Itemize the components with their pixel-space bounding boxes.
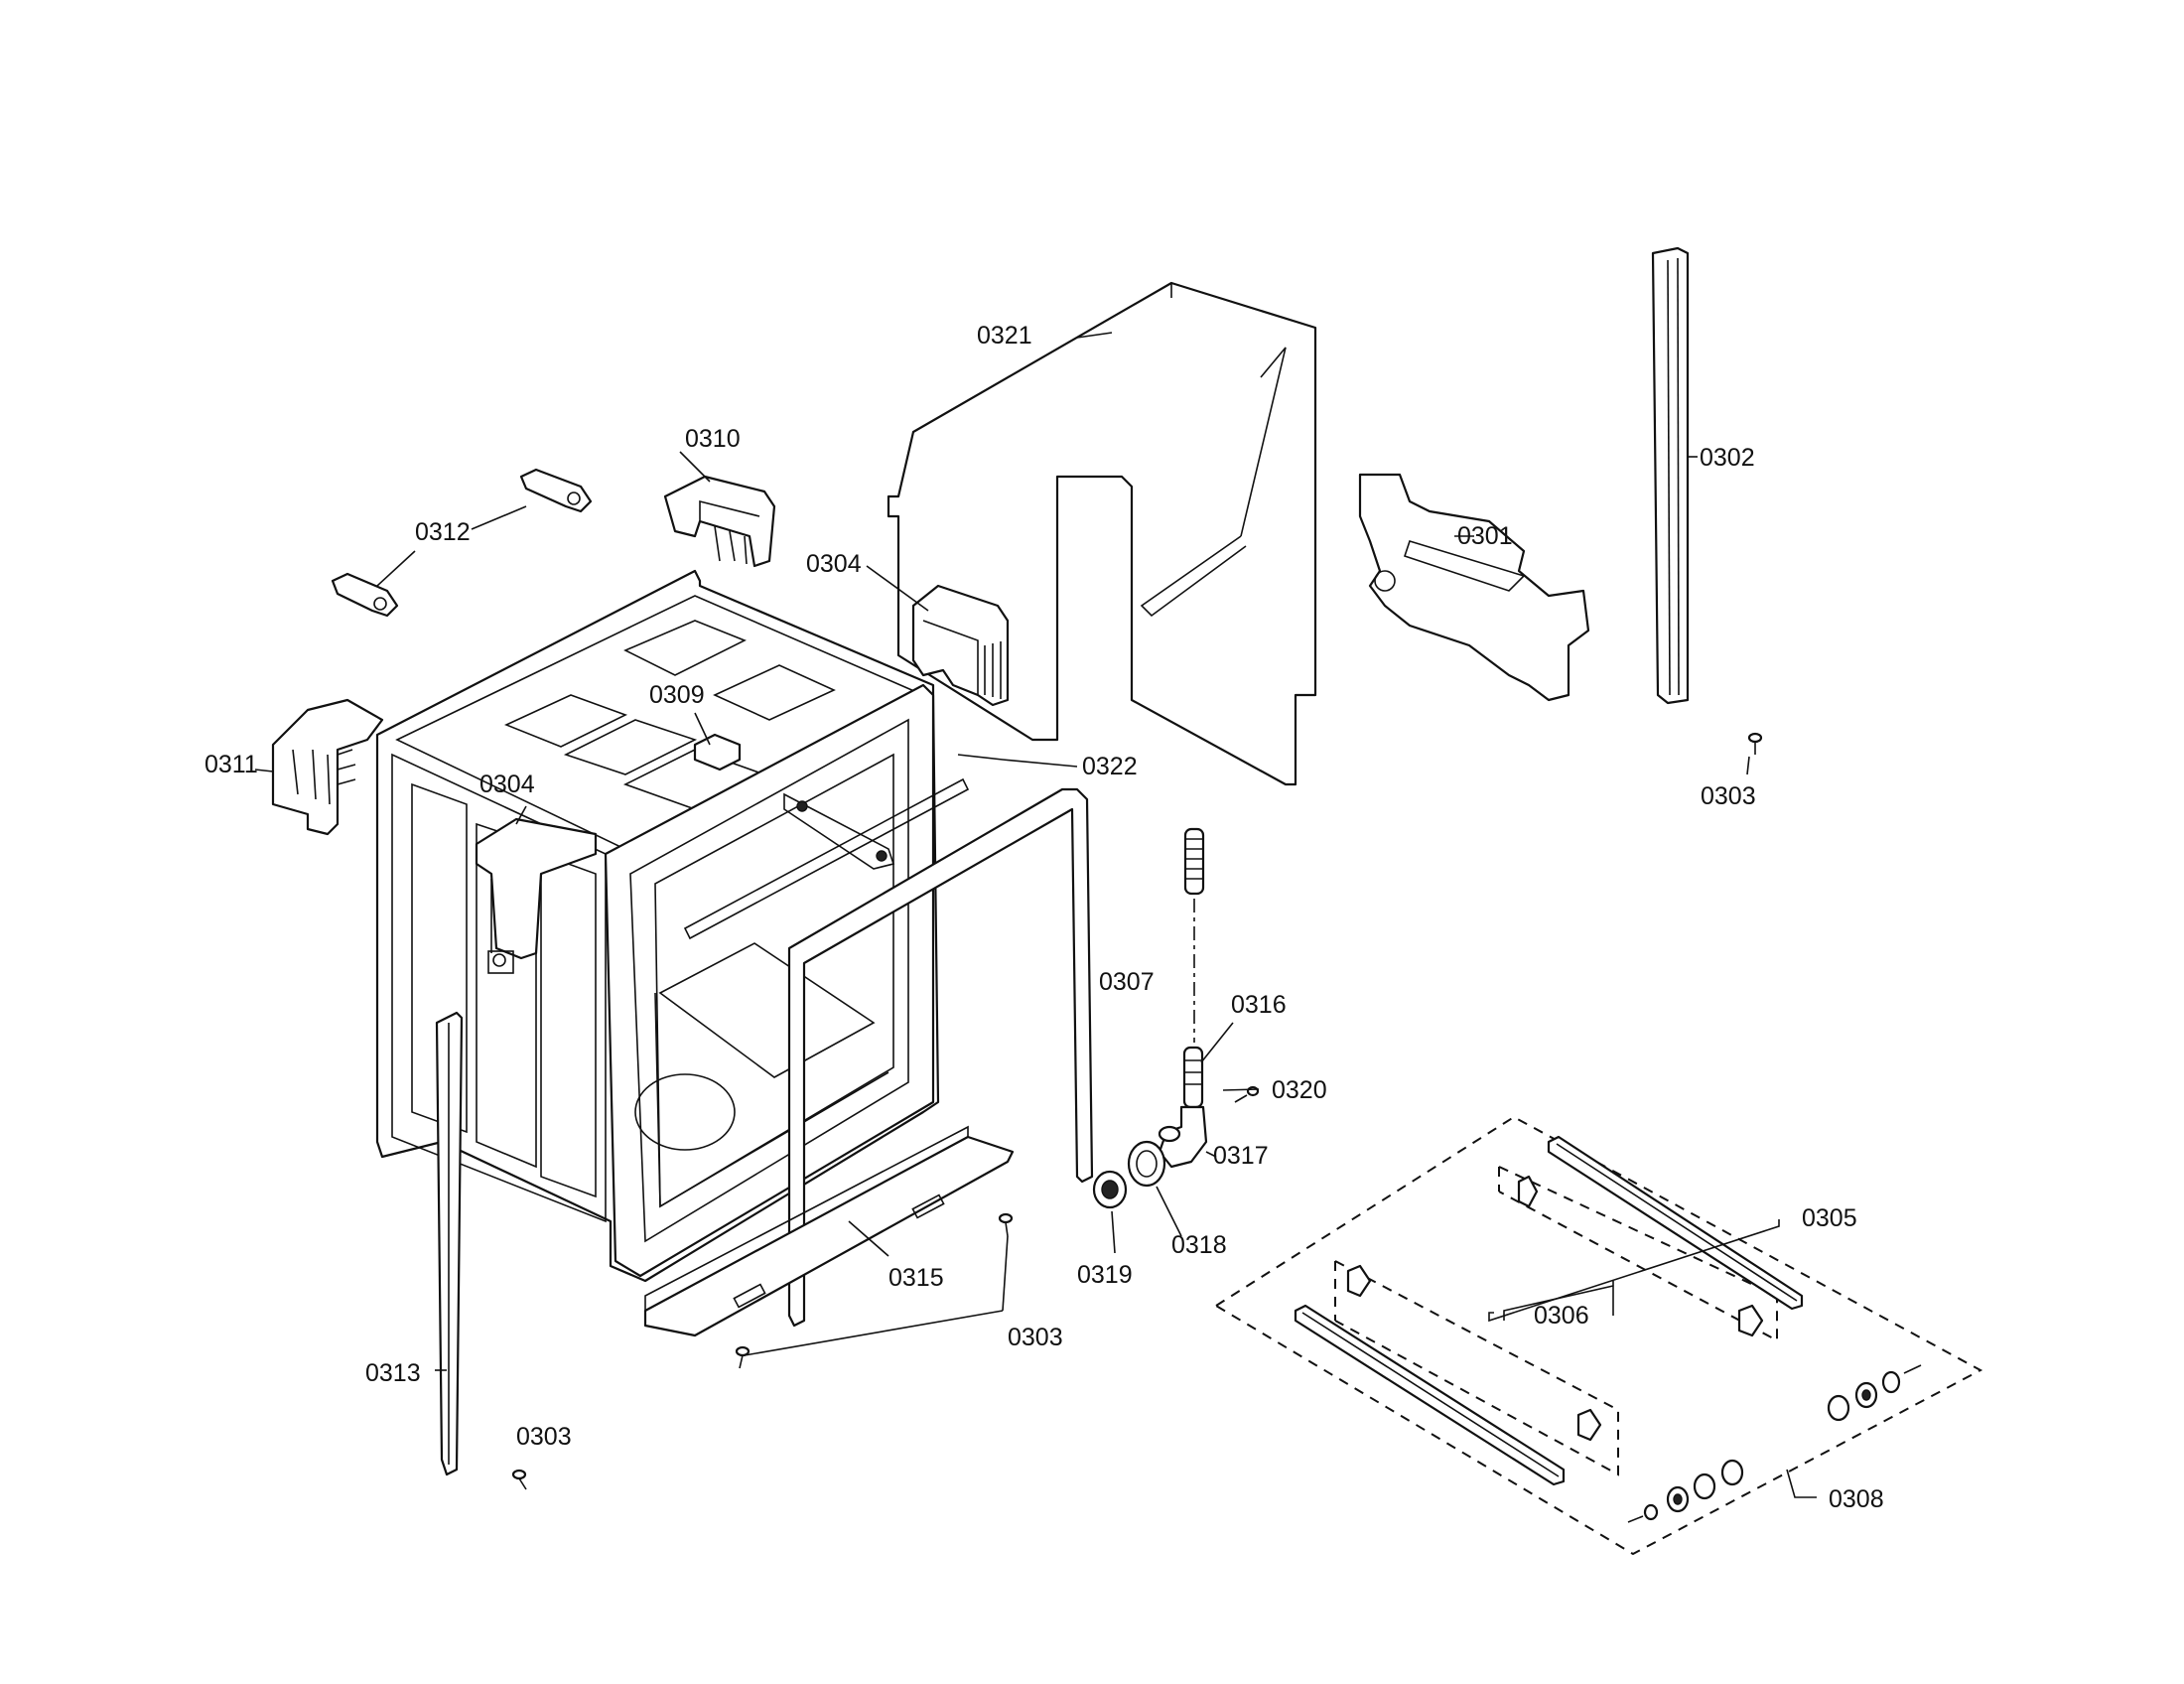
- part-0318-ring: [1127, 1140, 1166, 1188]
- callout-0306: 0306: [1534, 1302, 1589, 1330]
- callout-labels: 0321 0310 0312 0304 0301 0302 0309 0311 …: [205, 322, 1884, 1513]
- callout-0309: 0309: [649, 681, 705, 709]
- callout-0311: 0311: [205, 751, 258, 778]
- callout-0322: 0322: [1082, 753, 1138, 780]
- callout-0305: 0305: [1802, 1204, 1857, 1232]
- part-0301-panel: [1358, 473, 1590, 702]
- callout-0312: 0312: [415, 518, 471, 546]
- part-0316-hose: [1182, 827, 1205, 1109]
- leader-lines: [254, 332, 1817, 1498]
- callout-0303-middle: 0303: [1008, 1324, 1063, 1351]
- part-0313-strip: [435, 1011, 464, 1476]
- callout-0301: 0301: [1457, 522, 1513, 550]
- callout-0304-lower: 0304: [479, 771, 535, 798]
- part-0310-bracket: [663, 475, 776, 568]
- part-0307-gasket: [787, 787, 1094, 1328]
- part-0309-clip: [693, 733, 742, 772]
- callout-0316: 0316: [1231, 991, 1287, 1019]
- callout-0303-top: 0303: [1701, 782, 1756, 810]
- callout-0319: 0319: [1077, 1261, 1133, 1289]
- callout-0313: 0313: [365, 1359, 421, 1387]
- part-0304-bracket-lower: [475, 817, 598, 974]
- part-0302-side-strip: [1651, 246, 1690, 705]
- callout-0303-bottom: 0303: [516, 1423, 572, 1451]
- screw-icon: [735, 1345, 751, 1369]
- part-0304-bracket-upper: [911, 584, 1010, 707]
- screw-icon: [1234, 1085, 1260, 1103]
- callout-0310: 0310: [685, 425, 741, 453]
- screw-icons: [511, 732, 1763, 1490]
- callout-0315: 0315: [888, 1264, 944, 1292]
- callout-0320: 0320: [1272, 1076, 1327, 1104]
- part-0319-cap: [1092, 1170, 1128, 1209]
- part-0321-insulation-hood: [887, 281, 1317, 786]
- part-0308-rail-kit: [1214, 1115, 1983, 1556]
- callout-0321: 0321: [977, 322, 1032, 350]
- part-0315-toe-plate: [643, 1125, 1015, 1337]
- callout-0304-upper: 0304: [806, 550, 862, 578]
- callout-0308: 0308: [1829, 1485, 1884, 1513]
- part-0317-elbow: [1158, 1105, 1208, 1169]
- part-0311-bracket: [271, 698, 384, 836]
- part-0312-clips: [331, 468, 593, 618]
- callout-0317: 0317: [1213, 1142, 1269, 1170]
- screw-icon: [511, 1469, 527, 1490]
- screw-icon: [998, 1212, 1014, 1237]
- callout-0307: 0307: [1099, 968, 1155, 996]
- screw-icon: [1747, 732, 1763, 755]
- part-tub: [375, 569, 970, 1283]
- callout-0302: 0302: [1700, 444, 1755, 472]
- callout-0318: 0318: [1171, 1231, 1227, 1259]
